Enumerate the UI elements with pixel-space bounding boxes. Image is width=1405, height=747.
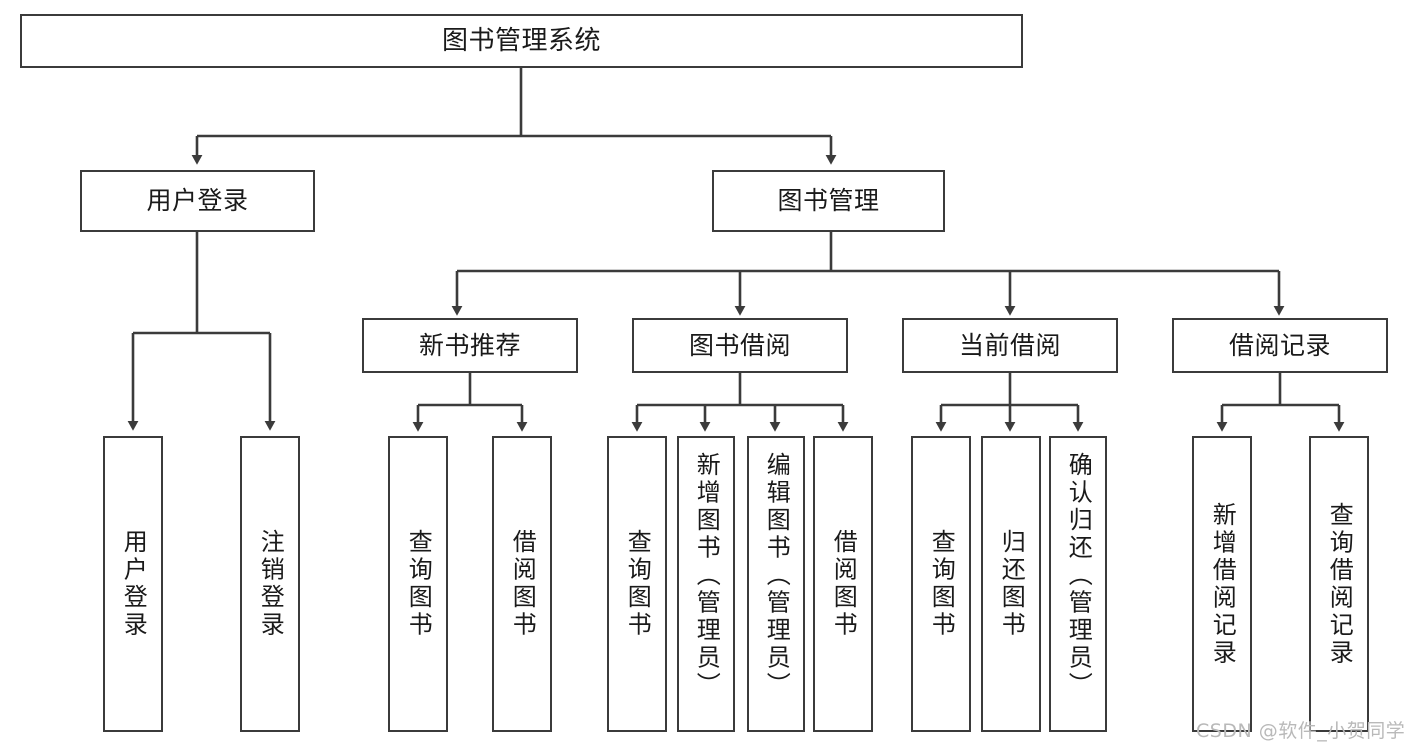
node-leaf-query-book-1[interactable]: 查询图书 (388, 436, 448, 732)
node-leaf-user-login-label: 用户登录 (119, 529, 148, 639)
node-leaf-borrow-book-2-label: 借阅图书 (829, 529, 858, 639)
node-leaf-user-login[interactable]: 用户登录 (103, 436, 163, 732)
node-leaf-add-book[interactable]: 新增图书（管理员） (677, 436, 735, 732)
node-leaf-user-logout[interactable]: 注销登录 (240, 436, 300, 732)
node-leaf-return-book-label: 归还图书 (997, 529, 1026, 639)
node-book-borrow[interactable]: 图书借阅 (632, 318, 848, 373)
node-leaf-query-book-2[interactable]: 查询图书 (607, 436, 667, 732)
node-leaf-borrow-book-1[interactable]: 借阅图书 (492, 436, 552, 732)
node-new-book-recommend[interactable]: 新书推荐 (362, 318, 578, 373)
node-current-borrow-label: 当前借阅 (958, 330, 1061, 360)
node-leaf-query-book-3-label: 查询图书 (927, 529, 956, 639)
node-book-manage[interactable]: 图书管理 (712, 170, 945, 232)
node-leaf-add-book-label: 新增图书（管理员） (692, 452, 721, 700)
node-current-borrow[interactable]: 当前借阅 (902, 318, 1118, 373)
node-leaf-return-book[interactable]: 归还图书 (981, 436, 1041, 732)
node-leaf-confirm-return[interactable]: 确认归还（管理员） (1049, 436, 1107, 732)
node-new-book-recommend-label: 新书推荐 (418, 330, 521, 360)
node-leaf-add-record-label: 新增借阅记录 (1208, 501, 1237, 667)
node-user-login[interactable]: 用户登录 (80, 170, 315, 232)
node-leaf-borrow-book-1-label: 借阅图书 (508, 529, 537, 639)
node-leaf-add-record[interactable]: 新增借阅记录 (1192, 436, 1252, 732)
node-leaf-query-book-3[interactable]: 查询图书 (911, 436, 971, 732)
node-leaf-user-logout-label: 注销登录 (256, 529, 285, 639)
node-root-label: 图书管理系统 (441, 25, 601, 56)
node-book-borrow-label: 图书借阅 (688, 330, 791, 360)
node-leaf-edit-book[interactable]: 编辑图书（管理员） (747, 436, 805, 732)
node-leaf-query-record[interactable]: 查询借阅记录 (1309, 436, 1369, 732)
node-leaf-confirm-return-label: 确认归还（管理员） (1064, 452, 1093, 700)
node-user-login-label: 用户登录 (146, 186, 249, 216)
node-book-manage-label: 图书管理 (777, 186, 880, 216)
node-leaf-query-book-2-label: 查询图书 (623, 529, 652, 639)
csdn-watermark: CSDN @软件_小贺同学 (1196, 720, 1405, 742)
node-leaf-edit-book-label: 编辑图书（管理员） (762, 452, 791, 700)
node-borrow-record-label: 借阅记录 (1228, 330, 1331, 360)
node-borrow-record[interactable]: 借阅记录 (1172, 318, 1388, 373)
node-leaf-query-book-1-label: 查询图书 (404, 529, 433, 639)
node-leaf-borrow-book-2[interactable]: 借阅图书 (813, 436, 873, 732)
node-root[interactable]: 图书管理系统 (20, 14, 1023, 68)
node-leaf-query-record-label: 查询借阅记录 (1325, 501, 1354, 667)
